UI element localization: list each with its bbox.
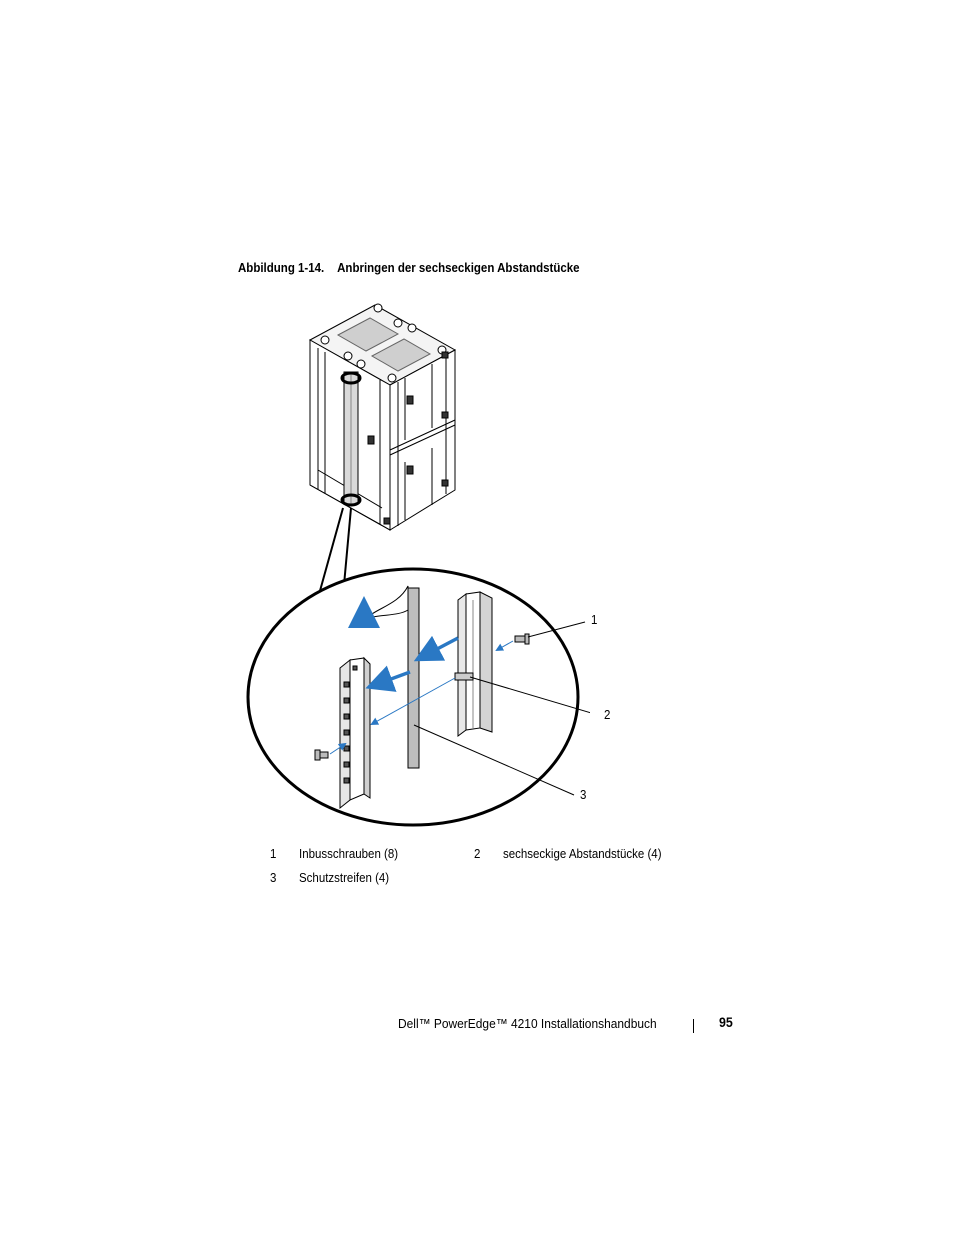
hex-standoff-rail — [457, 591, 493, 737]
callout-2: 2 — [604, 708, 611, 722]
protective-strip — [407, 587, 420, 769]
legend-label-3: Schutzstreifen (4) — [299, 871, 390, 885]
screw-upper — [514, 633, 530, 645]
legend-label-2: sechseckige Abstandstücke (4) — [503, 847, 662, 861]
rack-illustration — [246, 303, 590, 827]
legend-label-1: Inbusschrauben (8) — [299, 847, 399, 861]
figure-number: Abbildung 1-14. — [238, 261, 325, 275]
callout-3: 3 — [580, 788, 587, 802]
figure-title: Anbringen der sechseckigen Abstandstücke — [337, 261, 580, 275]
page-number: 95 — [719, 1015, 733, 1030]
hex-standoff — [454, 672, 474, 681]
highlighted-post — [340, 371, 362, 507]
footer-separator — [693, 1019, 694, 1033]
legend-num-2: 2 — [474, 847, 481, 861]
callout-1: 1 — [591, 613, 598, 627]
footer-title: Dell™ PowerEdge™ 4210 Installationshandb… — [398, 1016, 657, 1031]
figure-caption: Abbildung 1-14. Anbringen der sechseckige… — [238, 261, 580, 275]
legend-num-3: 3 — [270, 871, 277, 885]
screw-lower — [314, 749, 329, 761]
legend-num-1: 1 — [270, 847, 277, 861]
rack-cabinet — [308, 303, 457, 531]
rack-rail — [339, 656, 371, 810]
